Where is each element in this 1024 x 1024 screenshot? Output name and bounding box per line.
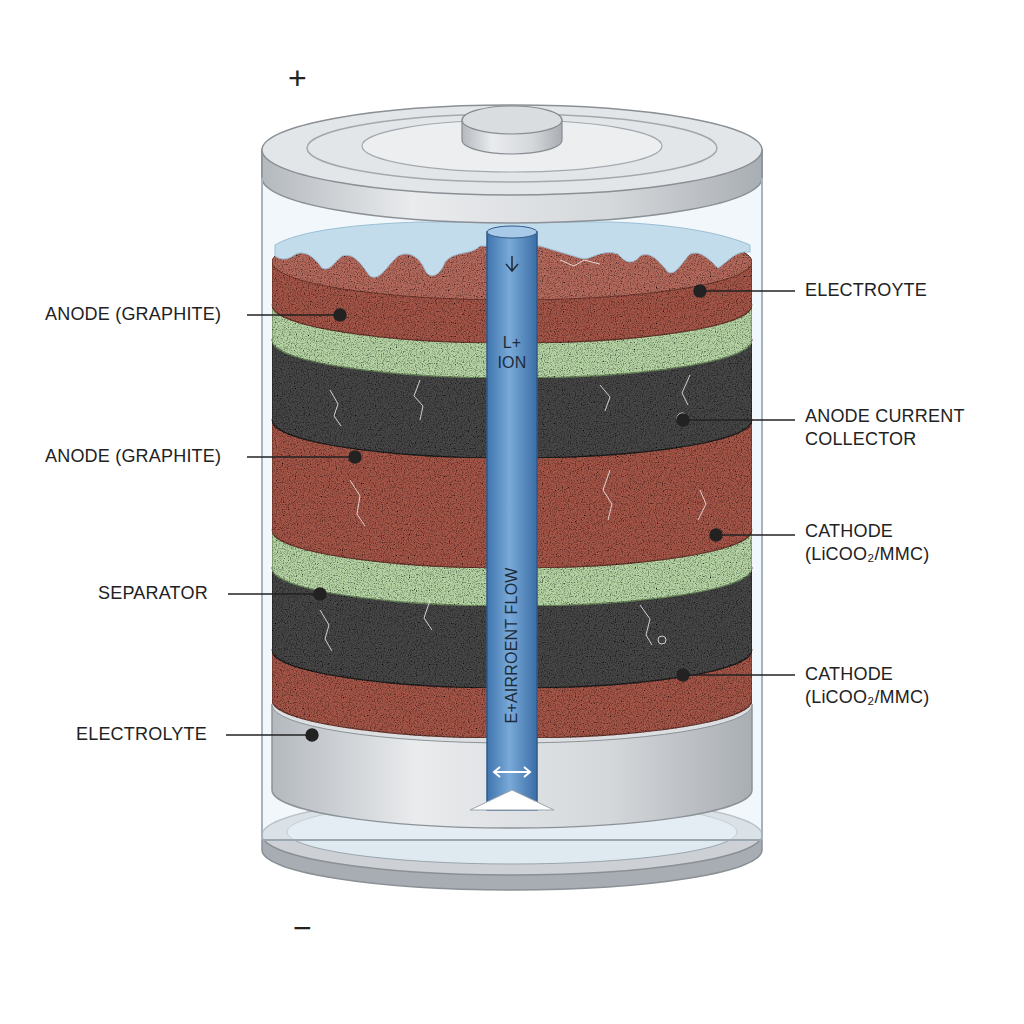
part-label: ANODE CURRENT COLLECTOR [805, 405, 995, 452]
ion-label: L+ ION [487, 333, 537, 373]
part-label: CATHODE (LiCOO₂/MMC) [805, 663, 995, 710]
part-label: SEPARATOR [98, 582, 228, 605]
glass-casing [262, 150, 762, 840]
part-label: ELECTROLYTE [76, 723, 226, 746]
center-rod [470, 226, 554, 810]
part-label: CATHODE (LiCOO₂/MMC) [805, 520, 995, 567]
flow-label: E+AIRROENT FLOW [502, 485, 523, 805]
glass-edge [262, 178, 762, 840]
terminal-sign: + [288, 58, 328, 100]
part-label: ANODE (GRAPHITE) [45, 303, 250, 326]
part-label: ANODE (GRAPHITE) [45, 445, 250, 468]
terminal-sign: − [293, 908, 333, 950]
part-label: ELECTROYTE [805, 279, 995, 302]
top-cap [262, 105, 762, 223]
